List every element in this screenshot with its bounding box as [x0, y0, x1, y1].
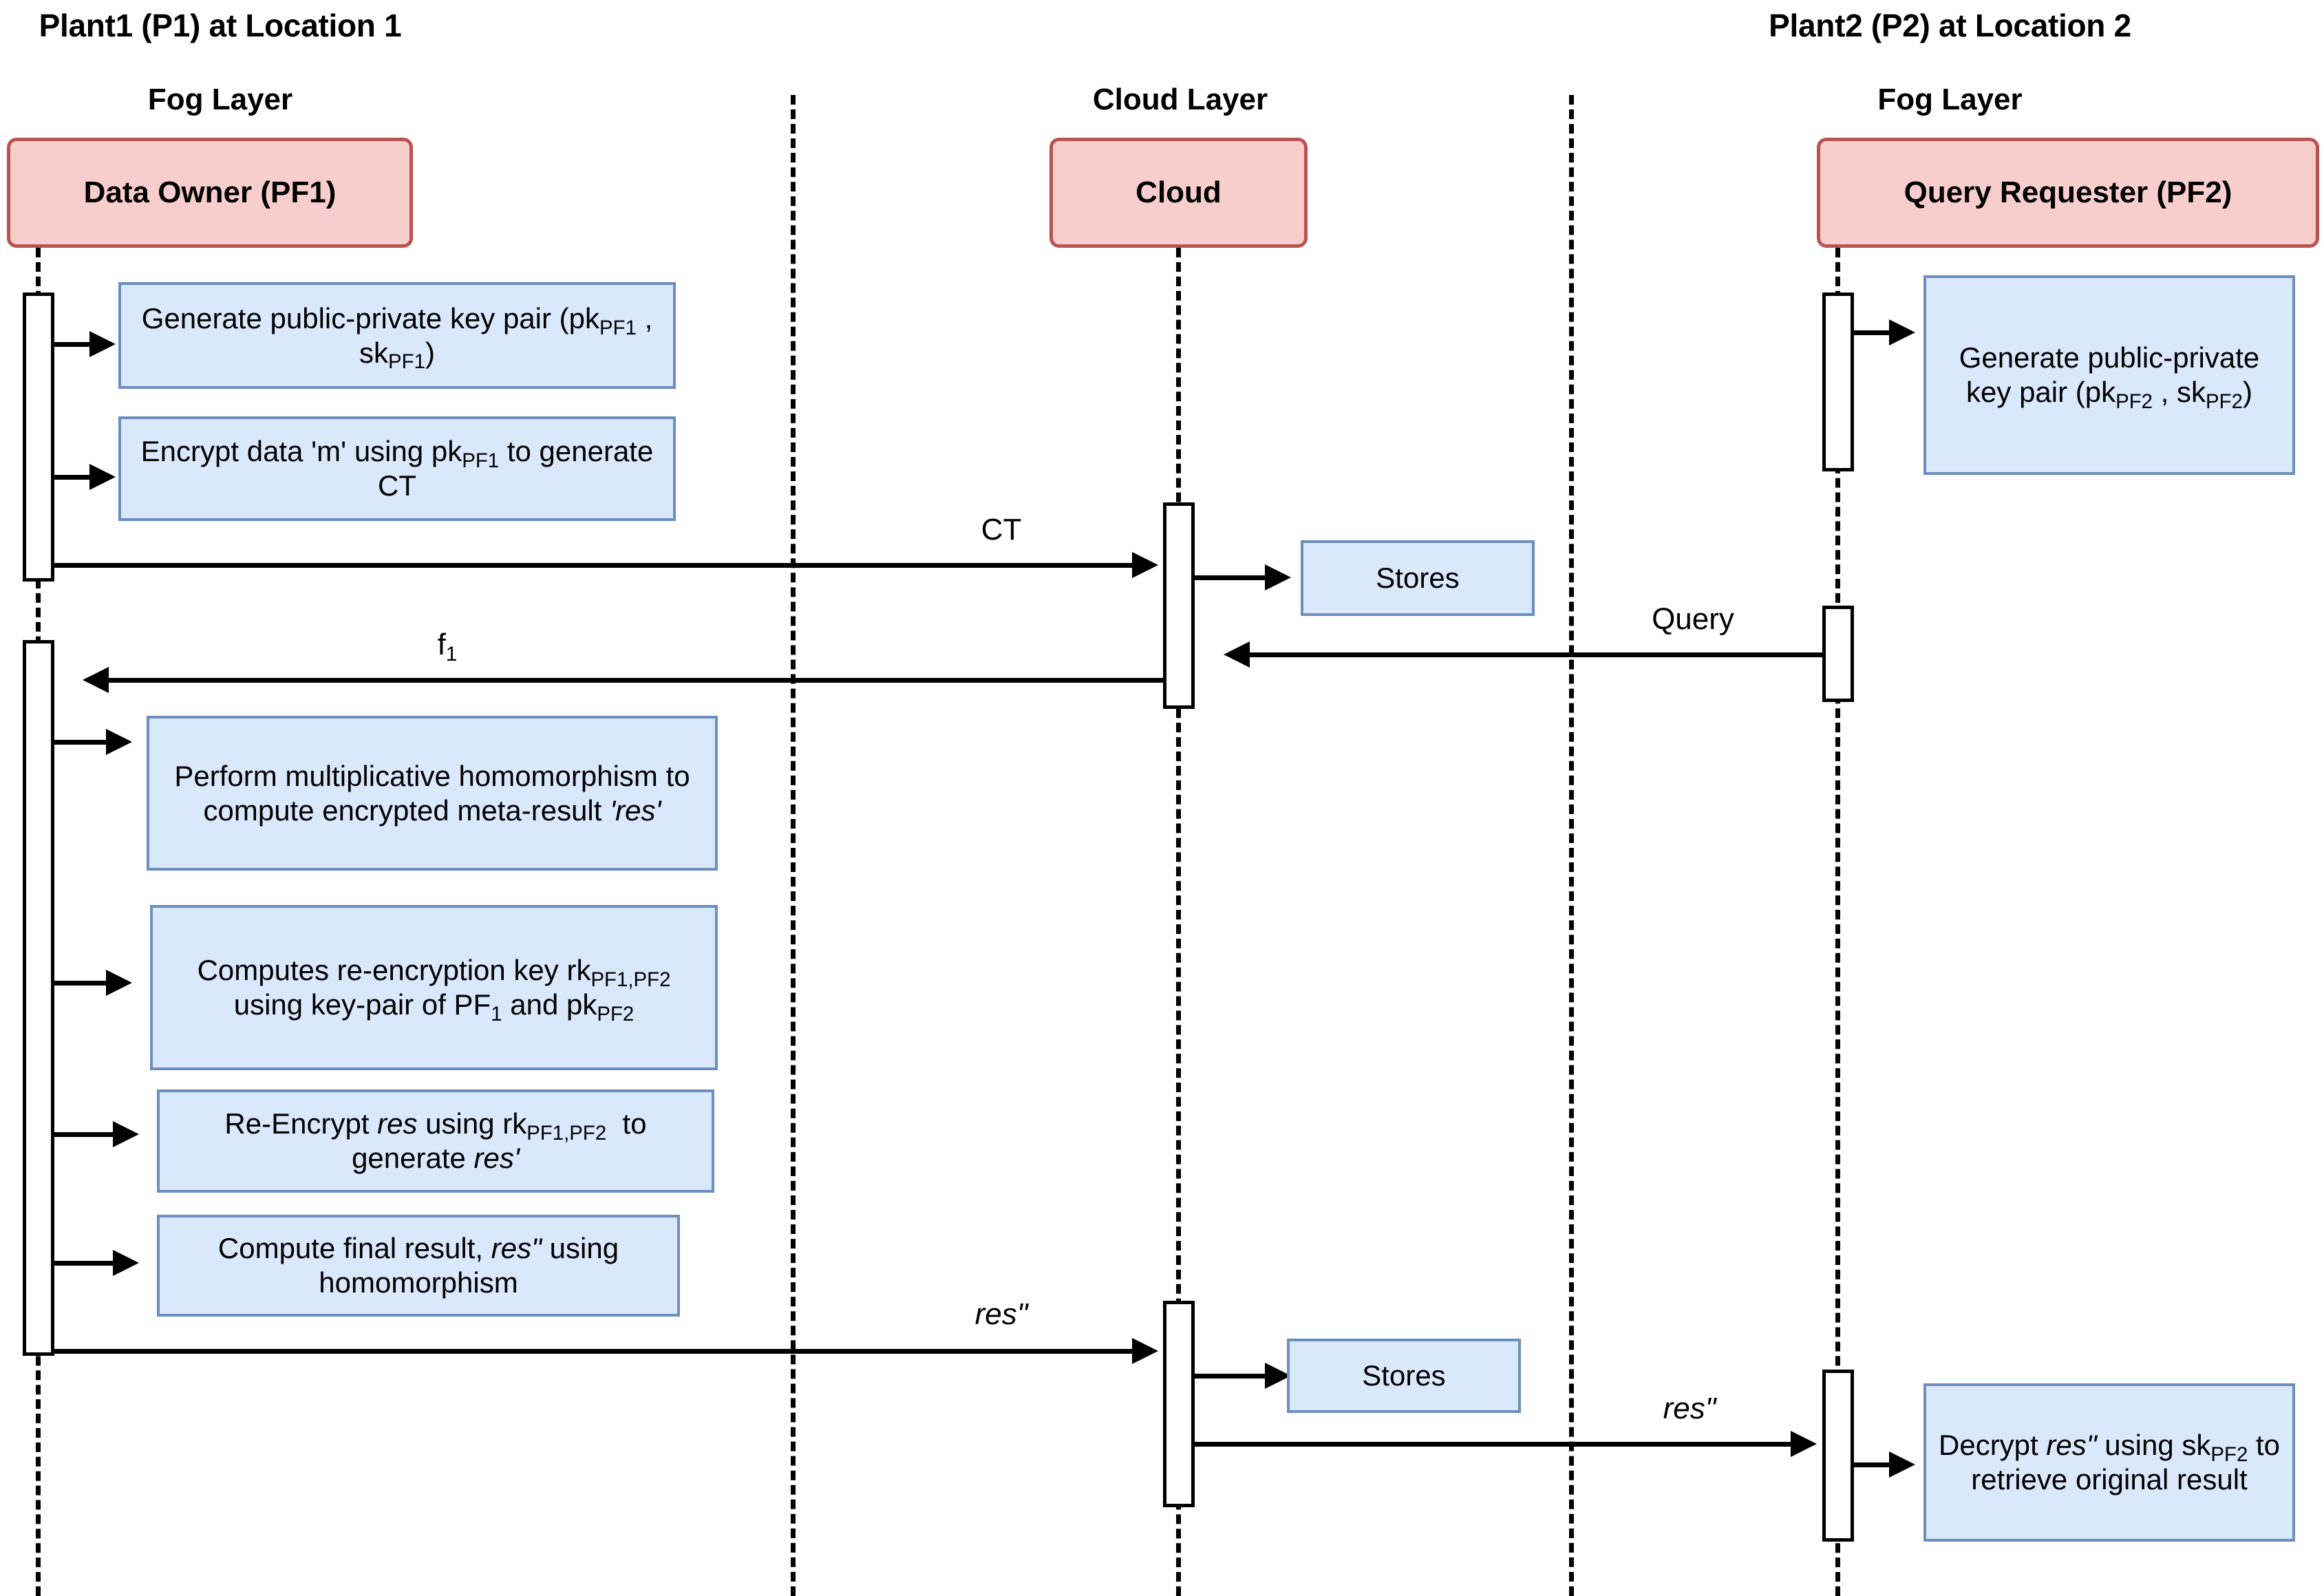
self-arrow-head-6 [106, 970, 132, 996]
activation-data-owner-1 [23, 292, 54, 582]
message-line-res2-to-cloud [54, 1349, 1135, 1354]
activation-query-requester-1 [1822, 292, 1854, 471]
layer-title-cloud: Cloud Layer [1092, 83, 1268, 116]
participant-data-owner[interactable]: Data Owner (PF1) [7, 138, 413, 248]
activation-query-requester-3 [1822, 1370, 1854, 1542]
participant-query-requester[interactable]: Query Requester (PF2) [1817, 138, 2319, 248]
message-arrowhead-res2-to-cloud [1132, 1338, 1158, 1364]
note-stores-1[interactable]: Stores [1301, 540, 1535, 616]
self-arrow-line-8 [54, 1261, 118, 1266]
self-arrow-line-4 [1195, 575, 1270, 580]
message-line-f1 [91, 678, 1163, 683]
self-arrow-line-6 [54, 981, 111, 986]
self-arrow-head-2 [89, 464, 116, 490]
self-arrow-line-1 [54, 342, 94, 347]
activation-data-owner-2 [23, 640, 54, 1356]
layer-title-plant2-fog: Fog Layer [1877, 83, 2023, 116]
self-arrow-line-3 [1854, 330, 1894, 335]
message-arrowhead-res2-to-pf2 [1791, 1431, 1817, 1457]
message-arrowhead-query [1224, 641, 1250, 668]
message-label-query: Query [1652, 602, 1734, 636]
self-arrow-line-2 [54, 475, 94, 480]
self-arrow-head-3 [1889, 319, 1915, 345]
note-generate-keypair-pf2[interactable]: Generate public-private key pair (pkPF2 … [1923, 275, 2295, 475]
participant-cloud[interactable]: Cloud [1049, 138, 1308, 248]
group-title-plant1: Plant1 (P1) at Location 1 [39, 8, 402, 43]
note-stores-2[interactable]: Stores [1287, 1339, 1521, 1413]
message-label-ct: CT [981, 513, 1022, 546]
lifeline-cloud [1176, 248, 1181, 1596]
activation-query-requester-2 [1822, 606, 1854, 702]
self-arrow-head-8 [113, 1250, 139, 1276]
note-generate-keypair-pf1[interactable]: Generate public-private key pair (pkPF1 … [118, 282, 676, 389]
message-label-f1: f1 [437, 628, 458, 666]
self-arrow-head-4 [1265, 564, 1291, 590]
message-line-query [1232, 652, 1822, 657]
self-arrow-head-7 [113, 1121, 139, 1147]
group-separator-left [791, 95, 796, 1596]
message-line-res2-to-pf2 [1195, 1442, 1793, 1447]
layer-title-plant1-fog: Fog Layer [147, 83, 293, 116]
note-encrypt-data[interactable]: Encrypt data 'm' using pkPF1 to generate… [118, 416, 676, 521]
message-line-ct [54, 563, 1135, 568]
message-label-res2-to-cloud: res" [974, 1297, 1028, 1331]
self-arrow-head-5 [106, 729, 132, 755]
self-arrow-line-9 [1195, 1374, 1270, 1379]
message-arrowhead-ct [1132, 552, 1158, 578]
group-title-plant2: Plant2 (P2) at Location 2 [1769, 8, 2131, 43]
activation-cloud-1 [1163, 502, 1195, 709]
note-compute-final-result[interactable]: Compute final result, res" using homomor… [157, 1215, 680, 1317]
note-perform-homomorphism[interactable]: Perform multiplicative homomorphism to c… [147, 716, 718, 871]
lifeline-query-requester [1835, 248, 1840, 1596]
message-arrowhead-f1 [83, 667, 109, 693]
note-reencrypt-res[interactable]: Re-Encrypt res using rkPF1,PF2 to genera… [157, 1089, 714, 1193]
self-arrow-head-10 [1889, 1451, 1915, 1478]
activation-cloud-2 [1163, 1301, 1195, 1507]
self-arrow-head-1 [89, 331, 116, 357]
self-arrow-line-5 [54, 740, 111, 745]
self-arrow-line-10 [1854, 1462, 1894, 1467]
self-arrow-line-7 [54, 1132, 118, 1137]
message-label-res2-to-pf2: res" [1663, 1392, 1716, 1425]
note-decrypt-res[interactable]: Decrypt res" using skPF2 to retrieve ori… [1923, 1383, 2295, 1542]
group-separator-right [1569, 95, 1574, 1596]
note-compute-reencryption-key[interactable]: Computes re-encryption key rkPF1,PF2 usi… [150, 905, 718, 1070]
self-arrow-head-9 [1265, 1363, 1291, 1389]
